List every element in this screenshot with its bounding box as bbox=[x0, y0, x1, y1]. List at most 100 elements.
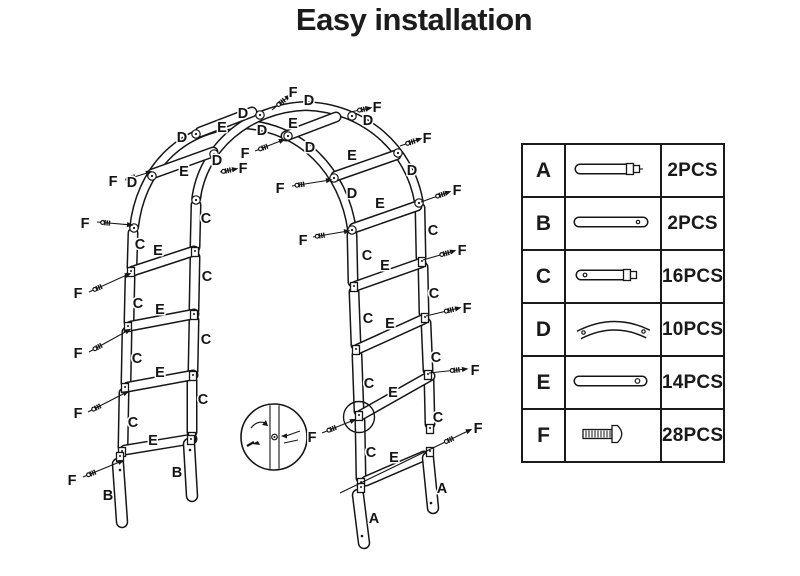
part-icon-a-straight-tube-with-connector bbox=[564, 143, 662, 198]
diagram-label-c: C bbox=[366, 445, 377, 461]
diagram-label-e: E bbox=[155, 302, 165, 318]
screw-thread bbox=[99, 283, 103, 290]
screw-thread bbox=[444, 250, 448, 256]
diagram-label-e: E bbox=[179, 164, 189, 180]
screw-thread bbox=[265, 143, 269, 150]
diagram-label-d: D bbox=[212, 153, 222, 169]
screw-thread bbox=[410, 139, 414, 145]
screw-thread bbox=[362, 106, 366, 112]
diagram-label-f: F bbox=[453, 183, 462, 199]
screw-head bbox=[439, 252, 445, 258]
diagram-label-d: D bbox=[127, 175, 137, 191]
screw-thread bbox=[320, 232, 323, 239]
part-letter: C bbox=[521, 249, 566, 304]
screw-tip-arrow bbox=[325, 178, 333, 184]
diagram-label-e: E bbox=[375, 196, 385, 212]
screw-thread bbox=[280, 99, 285, 105]
diagram-label-e: E bbox=[155, 365, 165, 381]
screw-tip-arrow bbox=[278, 139, 286, 144]
diagram-label-c: C bbox=[201, 211, 212, 227]
screw-thread bbox=[322, 232, 326, 238]
screw-tip-arrow bbox=[145, 170, 153, 176]
inset-screw-tip bbox=[281, 433, 287, 439]
diagram-label-f: F bbox=[276, 181, 285, 197]
joint-highlight-circle bbox=[342, 400, 376, 434]
diagram-label-c: C bbox=[362, 248, 373, 264]
part-icon-d-curved-tube bbox=[564, 302, 662, 357]
screw-head bbox=[85, 472, 91, 478]
screw-thread bbox=[228, 167, 232, 173]
screw-tip-arrow bbox=[284, 94, 291, 101]
screw-thread bbox=[451, 306, 455, 313]
part-letter: D bbox=[521, 302, 566, 357]
screw-thread bbox=[263, 144, 267, 150]
screw-head bbox=[276, 102, 282, 108]
screw-tip-arrow bbox=[124, 272, 132, 279]
screw-tip-arrow bbox=[465, 428, 473, 435]
diagram-label-d: D bbox=[347, 186, 357, 202]
screw-thread bbox=[412, 138, 416, 144]
parts-table-row: B 2PCS bbox=[521, 196, 726, 251]
part-quantity: 10PCS bbox=[659, 302, 726, 357]
screw-thread bbox=[97, 403, 102, 409]
part-icon-e-tube-with-hole bbox=[564, 355, 662, 410]
screw-head bbox=[314, 233, 320, 239]
screw-head bbox=[258, 146, 264, 152]
screw-head bbox=[449, 367, 455, 373]
screw-thread bbox=[300, 181, 303, 188]
joint-detail-inset bbox=[240, 400, 376, 471]
screw-thread bbox=[131, 174, 134, 181]
screw-thread bbox=[455, 367, 458, 373]
diagram-label-f: F bbox=[74, 346, 83, 362]
joints-layer bbox=[115, 110, 435, 494]
screw-head bbox=[443, 308, 449, 314]
diagram-label-e: E bbox=[347, 148, 357, 164]
screw-tip-arrow bbox=[126, 222, 134, 228]
screw-thread bbox=[95, 404, 100, 410]
part-quantity: 28PCS bbox=[659, 408, 726, 463]
screw-tip-arrow bbox=[117, 460, 125, 465]
screw-head bbox=[356, 107, 362, 113]
diagram-label-b: B bbox=[172, 465, 182, 481]
screw-tip-arrow bbox=[461, 366, 469, 373]
part-quantity: 2PCS bbox=[659, 196, 726, 251]
diagram-label-c: C bbox=[429, 286, 440, 302]
screw-thread bbox=[133, 174, 137, 180]
part-letter: E bbox=[521, 355, 566, 410]
diagram-label-f: F bbox=[463, 301, 472, 317]
screw-thread bbox=[97, 284, 101, 291]
diagram-label-f: F bbox=[308, 430, 317, 446]
diagram-label-c: C bbox=[198, 392, 209, 408]
diagram-label-f: F bbox=[241, 146, 250, 162]
part-letter: B bbox=[521, 196, 566, 251]
diagram-label-c: C bbox=[433, 410, 444, 426]
screw-tip-arrow bbox=[444, 190, 452, 196]
diagram-label-e: E bbox=[153, 243, 163, 259]
diagram-label-e: E bbox=[389, 450, 399, 466]
diagram-label-d: D bbox=[363, 113, 373, 129]
inset-contents bbox=[246, 405, 301, 469]
diagram-label-f: F bbox=[109, 174, 118, 190]
screw-head bbox=[100, 219, 106, 225]
part-icon-b-plain-tube bbox=[564, 196, 662, 251]
screw-head bbox=[405, 140, 411, 146]
screw-tip-arrow bbox=[415, 137, 423, 143]
screw-thread bbox=[99, 342, 103, 349]
screw-head bbox=[91, 406, 97, 412]
diagram-label-f: F bbox=[474, 421, 483, 437]
screw-thread bbox=[333, 424, 337, 431]
diagram-label-a: A bbox=[369, 511, 380, 527]
diagram-label-c: C bbox=[202, 269, 213, 285]
diagram-label-f: F bbox=[299, 233, 308, 249]
screw-leader-line bbox=[420, 191, 450, 203]
diagram-label-c: C bbox=[133, 296, 144, 312]
screw-head bbox=[326, 427, 332, 433]
screw-thread bbox=[457, 367, 460, 373]
diagram-label-b: B bbox=[103, 488, 113, 504]
diagram-label-e: E bbox=[217, 120, 227, 136]
